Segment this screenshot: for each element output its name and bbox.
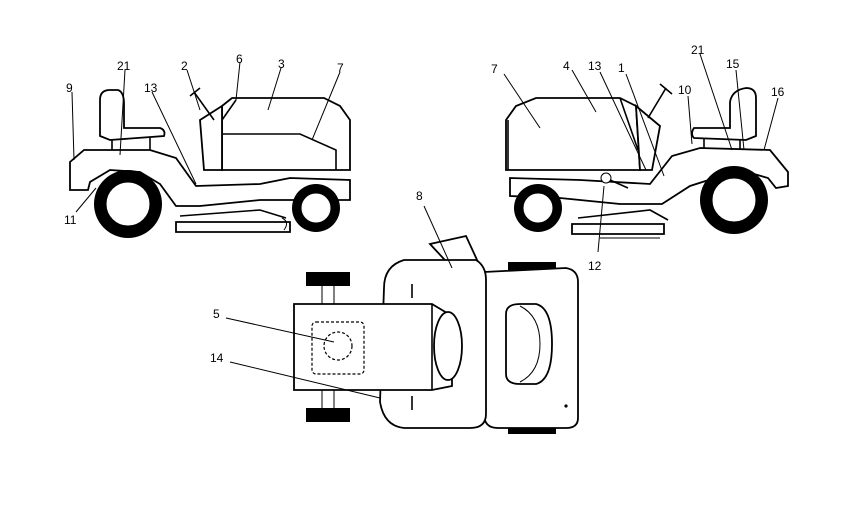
dash-console-right [634, 103, 661, 171]
steering-wheel [193, 91, 215, 121]
dash-console [199, 104, 223, 171]
callout-13: 13 [144, 81, 158, 95]
tractor-right-side-view [505, 83, 789, 239]
tractor-left-side-view [69, 87, 351, 238]
lever-knob [600, 172, 612, 184]
mower-deck-right [571, 223, 665, 235]
callout-7-right: 7 [491, 62, 498, 76]
mower-deck [175, 221, 291, 233]
front-right-wheel-top [306, 408, 350, 422]
right-view-leaders [503, 53, 779, 253]
callout-8: 8 [416, 189, 423, 203]
steering-wheel-right [647, 87, 667, 119]
rear-fender-right [509, 147, 789, 205]
callout-21-right: 21 [691, 43, 705, 57]
rear-left-wheel-top [508, 262, 556, 270]
callout-4: 4 [563, 59, 570, 73]
callout-2: 2 [181, 59, 188, 73]
tractor-top-view [293, 234, 579, 434]
front-left-wheel-top [306, 272, 350, 286]
callout-13-right: 13 [588, 59, 602, 73]
callout-9: 9 [66, 81, 73, 95]
engine-outline [311, 321, 365, 375]
hood-top [293, 303, 453, 391]
left-view-labels: 9 21 2 6 3 7 13 11 [64, 52, 344, 227]
callout-11: 11 [64, 213, 77, 227]
callout-21: 21 [117, 59, 131, 73]
callout-7: 7 [337, 61, 344, 75]
callout-6: 6 [236, 52, 243, 66]
callout-14: 14 [210, 351, 224, 365]
rear-right-wheel-top [508, 426, 556, 434]
callout-10: 10 [678, 83, 692, 97]
callout-1: 1 [618, 61, 625, 75]
callout-16: 16 [771, 85, 785, 99]
right-view-labels: 7 4 13 1 21 15 16 10 12 [491, 43, 785, 273]
top-view-leaders [225, 205, 453, 399]
callout-15: 15 [726, 57, 740, 71]
seat-top [505, 303, 553, 385]
callout-3: 3 [278, 57, 285, 71]
top-view-labels: 8 5 14 [210, 189, 423, 365]
left-view-leaders [71, 61, 341, 213]
seat-right [691, 87, 757, 141]
hood-right [505, 97, 641, 171]
callout-5: 5 [213, 307, 220, 321]
callout-12: 12 [588, 259, 602, 273]
